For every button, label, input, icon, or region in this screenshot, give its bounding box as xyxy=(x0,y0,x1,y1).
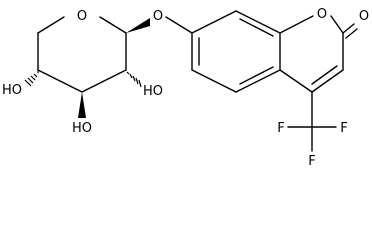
hash-c4-oh xyxy=(24,71,39,87)
glycosidic-oxygen-label: O xyxy=(153,9,163,24)
ring-oxygen-label: O xyxy=(77,9,87,24)
bond-c2-c3 xyxy=(81,69,127,93)
fluorine-right-label: F xyxy=(340,121,347,136)
hydroxyl-bottom-label: HO xyxy=(72,121,92,136)
hydroxyl-right-label: HO xyxy=(143,84,163,99)
benzene-ring-bonds xyxy=(191,10,281,93)
wedge-c1-oglyc xyxy=(126,18,150,33)
carbonyl-oxygen-label: O xyxy=(359,9,369,24)
hash-c2-oh xyxy=(126,71,142,88)
fluorine-bottom-label: F xyxy=(308,154,315,169)
bond-oglyc-c7 xyxy=(165,16,193,34)
bond-c4-c3 xyxy=(37,69,83,93)
wedge-c3-oh xyxy=(78,92,86,118)
bond-o-c1 xyxy=(99,16,127,34)
sugar-stereo-bonds xyxy=(24,18,150,118)
sugar-ring-bonds xyxy=(37,16,127,93)
hydroxyl-left-label: HO xyxy=(2,83,22,98)
lactone-oxygen-label: O xyxy=(317,7,327,22)
pyranone-ring-bonds xyxy=(279,15,344,93)
cf3-bonds xyxy=(287,91,337,152)
chemical-structure-diagram: O O O O HO HO HO F F F xyxy=(2,7,369,169)
bond-c5-o xyxy=(37,16,65,34)
fluorine-left-label: F xyxy=(277,121,284,136)
carbonyl-bonds xyxy=(342,23,358,39)
